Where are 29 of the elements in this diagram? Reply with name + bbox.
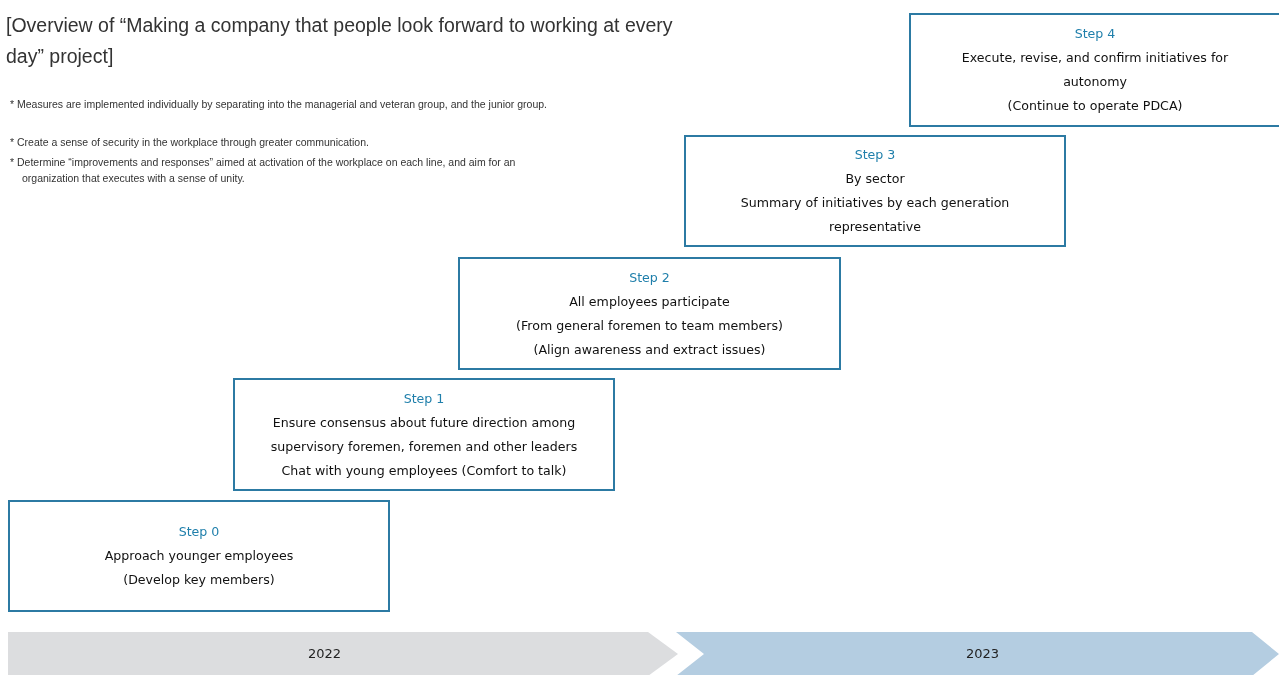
note-text: * Measures are implemented individually by separating into the managerial and veteran group, and the junior group. (10, 97, 548, 112)
step-box (909, 13, 1279, 127)
step-description: (From general foremen to team members) (516, 316, 783, 335)
step-description: Execute, revise, and confirm initiatives for autonomy (960, 49, 1230, 91)
year-label: 2023 (966, 645, 1000, 663)
step-box (684, 135, 1066, 247)
year-band (8, 632, 678, 675)
year-band (676, 632, 1279, 675)
note-text: * Determine “improvements and responses” aimed at activation of the workplace on each line, and aim for an organization that executes with a sense of unity. (10, 155, 517, 186)
step-description: (Develop key members) (123, 571, 275, 589)
step-box (233, 378, 615, 491)
step-box (458, 257, 841, 370)
step-heading: Step 1 (403, 389, 445, 408)
step-heading: Step 0 (178, 523, 220, 541)
step-heading: Step 4 (1074, 25, 1116, 43)
step-description: All employees participate (569, 292, 730, 311)
step-heading: Step 3 (854, 146, 896, 164)
step-description: Ensure consensus about future direction among supervisory foremen, foremen and other leaders (269, 413, 579, 456)
step-box (8, 500, 390, 612)
step-description: Approach younger employees (104, 547, 294, 565)
step-description: Summary of initiatives by each generation representative (739, 194, 1011, 236)
note-text: * Create a sense of security in the workplace through greater communication. (10, 135, 370, 150)
step-description: Chat with young employees (Comfort to talk) (281, 461, 567, 480)
step-description: (Align awareness and extract issues) (533, 340, 766, 359)
step-description: By sector (845, 170, 905, 188)
title: [Overview of “Making a company that people look forward to working at every day” project] (6, 13, 674, 69)
year-label: 2022 (308, 645, 342, 663)
step-heading: Step 2 (629, 268, 670, 287)
step-description: (Continue to operate PDCA) (1007, 97, 1183, 115)
